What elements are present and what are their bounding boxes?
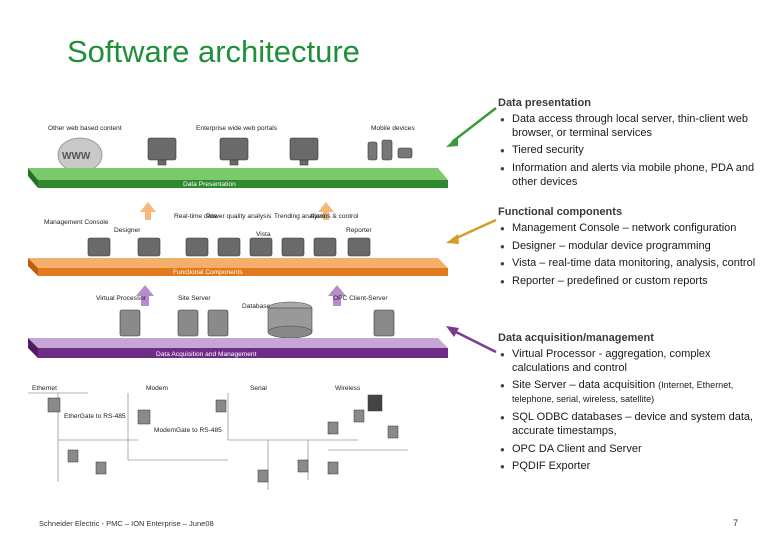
database-icon: [267, 301, 313, 339]
data-presentation-layer: Data Presentation: [28, 168, 448, 188]
label-mobile-devices: Mobile devices: [371, 125, 415, 132]
mobile-device-icon: [367, 139, 413, 161]
label-modem: Modem: [146, 385, 168, 392]
list-item: Tiered security: [498, 144, 766, 158]
list-item-text: Site Server – data acquisition: [512, 379, 656, 392]
architecture-diagram: Other web based content Enterprise wide …: [28, 125, 448, 490]
label-serial: Serial: [250, 385, 267, 392]
label-reporter: Reporter: [346, 227, 372, 234]
server-icon: [119, 309, 395, 337]
label-site-server: Site Server: [178, 295, 211, 302]
up-arrow-icon: [140, 202, 334, 220]
site-server-note: (Internet, Ethernet, telephone, serial, …: [512, 380, 734, 405]
list-item: Site Server – data acquisition (Internet…: [498, 379, 766, 407]
list-item: OPC DA Client and Server: [498, 443, 766, 457]
list-item: SQL ODBC databases – device and system d…: [498, 411, 766, 439]
label-web-portals: Enterprise wide web portals: [196, 125, 278, 132]
section-title: Data acquisition/management: [498, 332, 654, 344]
section-data-presentation: Data presentation Data access through lo…: [498, 97, 766, 194]
layer1-label: Data Presentation: [183, 181, 236, 188]
label-wireless: Wireless: [335, 385, 361, 392]
label-opc: OPC Client-Server: [333, 295, 388, 302]
label-virtual-processor: Virtual Processor: [96, 295, 147, 302]
label-web-content: Other web based content: [48, 125, 122, 132]
list-item: Vista – real-time data monitoring, analy…: [498, 257, 766, 271]
label-vista: Vista: [256, 231, 271, 238]
layer2-label: Functional Components: [173, 269, 243, 276]
functional-components-layer: Functional Components: [28, 258, 448, 276]
list-item: Information and alerts via mobile phone,…: [498, 162, 766, 190]
list-item: Virtual Processor - aggregation, complex…: [498, 348, 766, 376]
svg-text:WWW: WWW: [62, 151, 91, 162]
label-alarms: Alarms & control: [310, 213, 359, 220]
list-item: PQDIF Exporter: [498, 460, 766, 474]
label-modemgate: ModemGate to RS-485: [154, 427, 222, 434]
list-item: Designer – modular device programming: [498, 240, 766, 254]
list-item: Reporter – predefined or custom reports: [498, 275, 766, 289]
page-title: Software architecture: [67, 34, 360, 69]
layer3-label: Data Acquisition and Management: [156, 351, 257, 358]
section-title: Data presentation: [498, 97, 591, 109]
list-item: Data access through local server, thin-c…: [498, 113, 766, 141]
label-management-console: Management Console: [44, 219, 109, 226]
section-functional-components: Functional components Management Console…: [498, 206, 766, 293]
label-ethergate: EtherGate to RS-485: [64, 413, 126, 420]
page-number: 7: [733, 518, 739, 528]
up-arrow-icon: [136, 285, 346, 306]
monitor-icon: [87, 237, 371, 257]
label-realtime: Real-time data: [174, 213, 217, 220]
list-item: Management Console – network configurati…: [498, 222, 766, 236]
www-globe-icon: WWW: [57, 137, 103, 173]
monitor-icon: [147, 137, 319, 166]
pointer-arrows: [446, 107, 497, 354]
data-acquisition-layer: Data Acquisition and Management: [28, 338, 448, 358]
label-database: Database: [242, 303, 271, 310]
section-title: Functional components: [498, 206, 623, 218]
label-trending: Trending analysis: [274, 213, 326, 220]
meter-icon: [47, 394, 399, 483]
section-data-acquisition: Data acquisition/management Virtual Proc…: [498, 332, 766, 478]
footer: Schneider Electric - PMC – ION Enterpris…: [39, 519, 214, 528]
label-ethernet: Ethernet: [32, 385, 57, 392]
label-pq-analysis: Power quality analysis: [206, 213, 272, 220]
label-designer: Designer: [114, 227, 141, 234]
